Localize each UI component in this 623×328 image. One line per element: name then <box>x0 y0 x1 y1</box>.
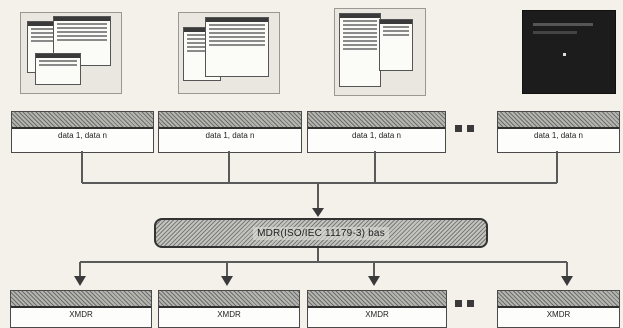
xmdr-box-label: XMDR <box>217 310 241 319</box>
source-box-header <box>498 112 619 129</box>
xmdr-box-3: XMDR <box>307 290 447 328</box>
arrow-down-icon <box>74 276 86 286</box>
arrow-down-icon <box>561 276 573 286</box>
source-box-4: data 1, data n <box>497 111 620 153</box>
screenshot-thumbnail-3 <box>334 8 426 96</box>
xmdr-box-header <box>159 291 299 308</box>
source-box-header <box>308 112 445 129</box>
source-box-label: data 1, data n <box>534 131 583 140</box>
ellipsis-dots-bottom <box>455 300 474 307</box>
xmdr-box-header <box>498 291 619 308</box>
mdr-label: MDR(ISO/IEC 11179-3) bas <box>253 226 389 240</box>
xmdr-box-label: XMDR <box>69 310 93 319</box>
screenshot-thumbnail-4 <box>522 10 616 94</box>
screenshot-thumbnail-2 <box>178 12 280 94</box>
ellipsis-dots-top <box>455 125 474 132</box>
xmdr-box-1: XMDR <box>10 290 152 328</box>
source-box-label: data 1, data n <box>352 131 401 140</box>
arrow-down-icon <box>368 276 380 286</box>
arrow-down-icon <box>312 208 324 217</box>
xmdr-box-header <box>11 291 151 308</box>
source-box-1: data 1, data n <box>11 111 154 153</box>
xmdr-box-2: XMDR <box>158 290 300 328</box>
source-box-3: data 1, data n <box>307 111 446 153</box>
source-box-label: data 1, data n <box>58 131 107 140</box>
xmdr-box-4: XMDR <box>497 290 620 328</box>
xmdr-box-label: XMDR <box>365 310 389 319</box>
source-box-header <box>159 112 301 129</box>
source-box-2: data 1, data n <box>158 111 302 153</box>
screenshot-thumbnail-1 <box>20 12 122 94</box>
arrow-down-icon <box>221 276 233 286</box>
xmdr-box-label: XMDR <box>546 310 571 319</box>
source-box-label: data 1, data n <box>205 131 255 140</box>
source-box-header <box>12 112 153 129</box>
mdr-box: MDR(ISO/IEC 11179-3) bas <box>154 218 488 248</box>
xmdr-box-header <box>308 291 446 308</box>
